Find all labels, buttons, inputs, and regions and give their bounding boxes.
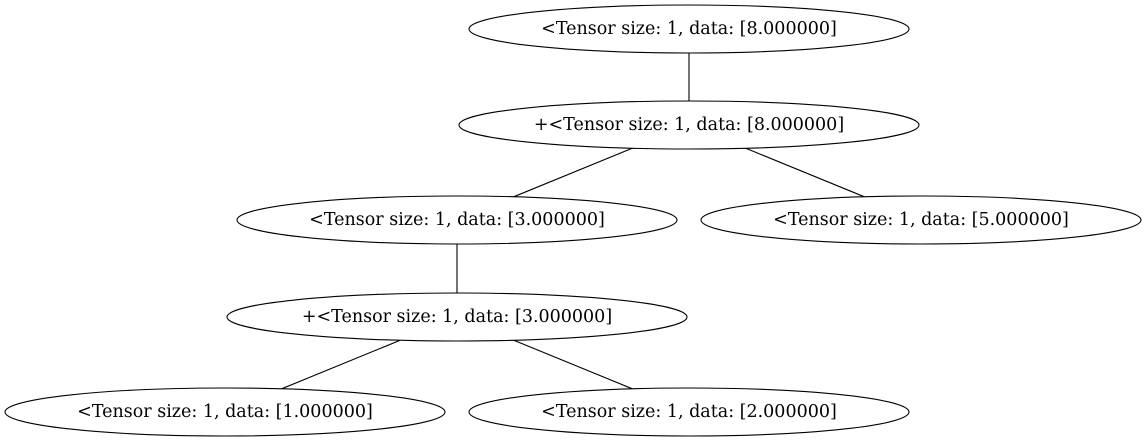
node-ellipse-n6 xyxy=(4,387,446,437)
tensor-node-n4: <Tensor size: 1, data: [5.000000] xyxy=(700,195,1142,245)
node-label-n6: <Tensor size: 1, data: [1.000000] xyxy=(77,402,373,422)
node-label-n4: <Tensor size: 1, data: [5.000000] xyxy=(773,210,1069,230)
graph-nodes: <Tensor size: 1, data: [8.000000] +<Tens… xyxy=(4,4,1142,437)
tensor-node-n1: <Tensor size: 1, data: [8.000000] xyxy=(468,4,910,54)
node-ellipse-n2 xyxy=(458,100,920,150)
node-ellipse-n3 xyxy=(236,195,678,245)
node-ellipse-n1 xyxy=(468,4,910,54)
add-node-n5: +<Tensor size: 1, data: [3.000000] xyxy=(226,292,688,342)
node-label-n3: <Tensor size: 1, data: [3.000000] xyxy=(309,210,605,230)
node-ellipse-n7 xyxy=(468,387,910,437)
graph-edges xyxy=(281,53,865,390)
tensor-node-n6: <Tensor size: 1, data: [1.000000] xyxy=(4,387,446,437)
node-ellipse-n5 xyxy=(226,292,688,342)
node-label-n7: <Tensor size: 1, data: [2.000000] xyxy=(541,402,837,422)
node-ellipse-n4 xyxy=(700,195,1142,245)
add-node-n2: +<Tensor size: 1, data: [8.000000] xyxy=(458,100,920,150)
edge-n2-n4 xyxy=(745,147,865,198)
edge-n2-n3 xyxy=(513,147,633,198)
node-label-n2: +<Tensor size: 1, data: [8.000000] xyxy=(534,115,844,135)
edge-n5-n7 xyxy=(513,339,633,390)
node-label-n1: <Tensor size: 1, data: [8.000000] xyxy=(541,19,837,39)
edge-n5-n6 xyxy=(281,339,401,390)
node-label-n5: +<Tensor size: 1, data: [3.000000] xyxy=(302,307,612,327)
tensor-node-n7: <Tensor size: 1, data: [2.000000] xyxy=(468,387,910,437)
tensor-node-n3: <Tensor size: 1, data: [3.000000] xyxy=(236,195,678,245)
